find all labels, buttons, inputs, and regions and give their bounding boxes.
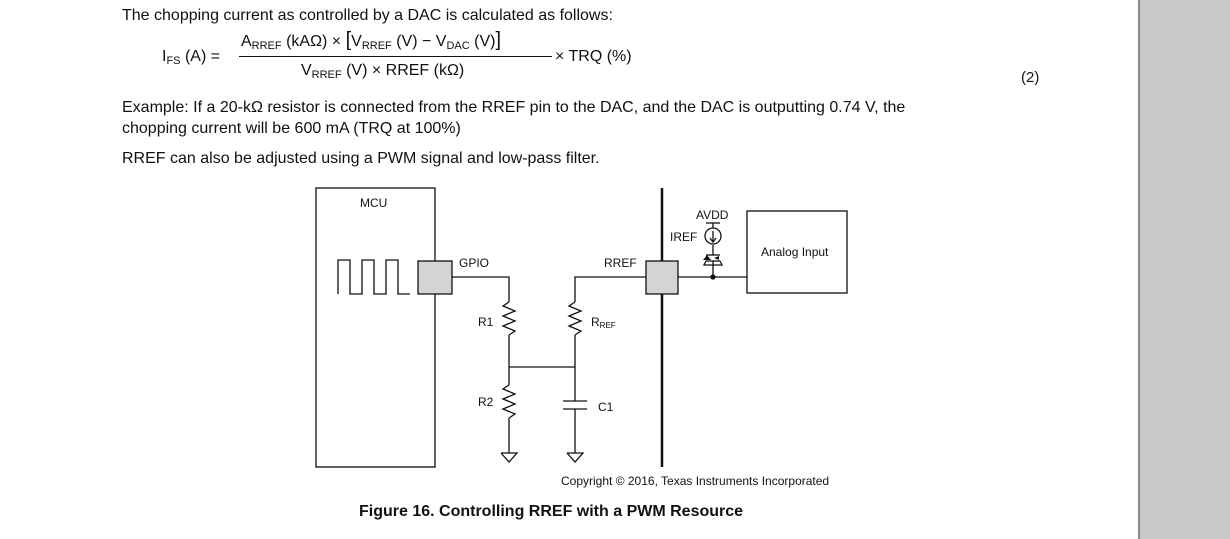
- transistor-arrow: [714, 256, 719, 260]
- rref-pin-label: RREF: [604, 256, 637, 270]
- mcu-block: [315, 187, 436, 468]
- body-diode: [703, 255, 711, 260]
- rref-note-text: RREF can also be adjusted using a PWM si…: [122, 150, 600, 167]
- c1-label: C1: [598, 400, 614, 414]
- mcu-label: MCU: [360, 196, 387, 210]
- example-text-line2: chopping current will be 600 mA (TRQ at …: [122, 120, 461, 137]
- copyright-text: Copyright © 2016, Texas Instruments Inco…: [561, 474, 829, 488]
- equation-denominator: VRREF (V) × RREF (kΩ): [301, 62, 465, 81]
- c1-ground: [566, 452, 585, 463]
- page-edge: [1138, 0, 1140, 539]
- r2-resistor: [501, 384, 517, 419]
- intro-text: The chopping current as controlled by a …: [122, 7, 613, 24]
- avdd-label: AVDD: [696, 208, 729, 222]
- equation-trq: × TRQ (%): [555, 48, 632, 65]
- transistor-gate-lead: [702, 260, 724, 266]
- current-arrowhead: [709, 237, 717, 244]
- r2-label: R2: [478, 395, 494, 409]
- analog-input-label: Analog Input: [761, 245, 829, 259]
- gpio-pin: [417, 260, 453, 295]
- figure-caption: Figure 16. Controlling RREF with a PWM R…: [359, 503, 744, 520]
- fraction-bar: [239, 56, 552, 57]
- document-page: The chopping current as controlled by a …: [0, 0, 1138, 539]
- gpio-wire: [452, 276, 510, 302]
- equation-number: (2): [1021, 69, 1040, 86]
- rref-pin: [645, 260, 679, 295]
- gpio-label: GPIO: [459, 256, 489, 270]
- iref-label: IREF: [670, 230, 697, 244]
- r1-resistor: [501, 301, 517, 336]
- analog-input-block: [746, 210, 848, 294]
- rref-resistor: [567, 301, 583, 336]
- equation-numerator: ARREF (kAΩ) × [VRREF (V) − VDAC (V)]: [241, 29, 502, 52]
- r1-label: R1: [478, 315, 494, 329]
- rref-resistor-label: RREF: [591, 315, 616, 330]
- example-text-line1: Example: If a 20-kΩ resistor is connecte…: [122, 99, 906, 116]
- r2-ground: [500, 452, 519, 463]
- rref-pin-wire: [574, 276, 646, 302]
- circuit-diagram: MCU GPIO R1 R2 RREF RREF C1 AVDD IREF An…: [315, 187, 848, 488]
- equation-lhs: IFS (A) =: [162, 48, 221, 67]
- pwm-waveform: [337, 259, 410, 295]
- chopping-current-equation: IFS (A) = ARREF (kAΩ) × [VRREF (V) − VDA…: [162, 30, 682, 92]
